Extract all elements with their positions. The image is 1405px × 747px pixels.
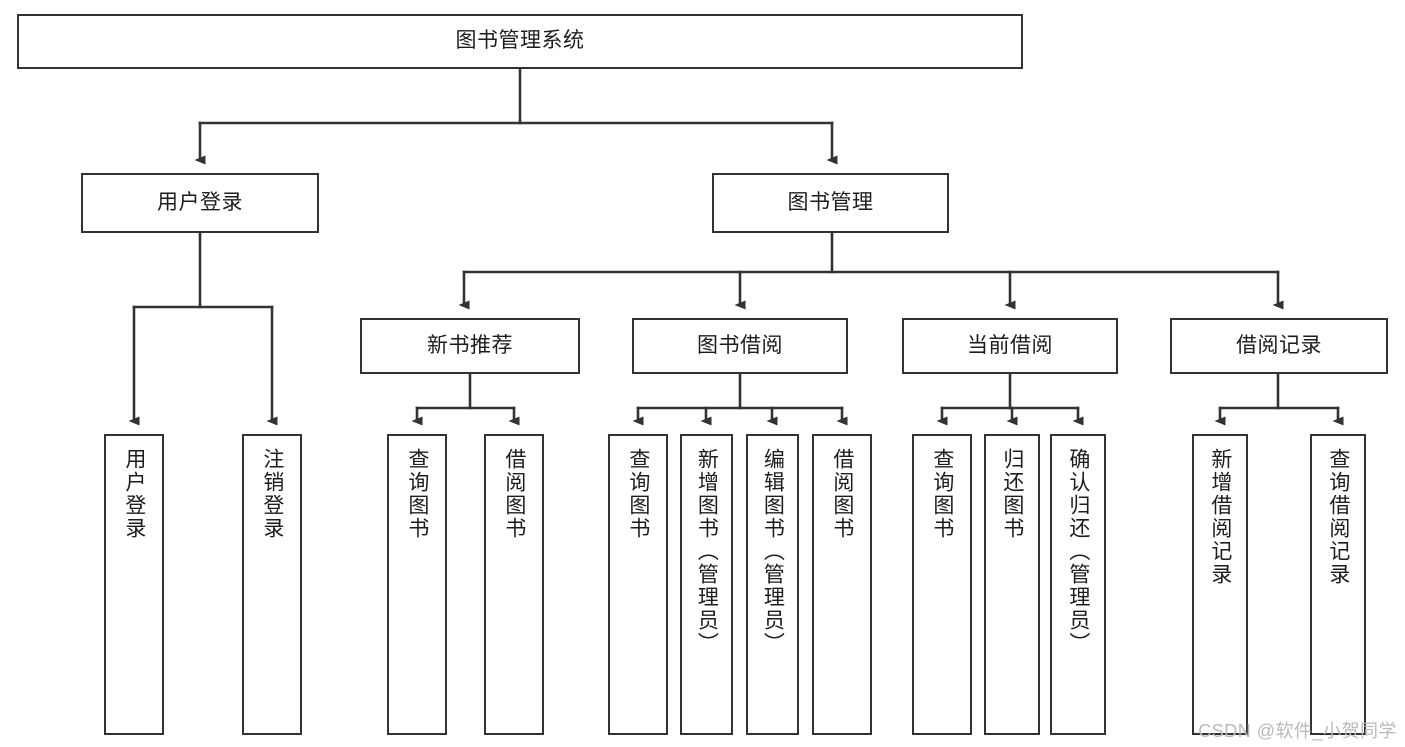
node-root-label: 图书管理系统 — [455, 29, 585, 53]
node-book-manage-label: 图书管理 — [787, 190, 874, 214]
node-book-borrow-label: 图书借阅 — [697, 333, 783, 357]
node-leaf-query-book-1-label: 查询图书 — [405, 448, 429, 540]
node-leaf-borrow-book-1[interactable]: 借阅图书 — [484, 434, 544, 735]
node-book-borrow[interactable]: 图书借阅 — [632, 318, 848, 374]
node-leaf-query-book-3[interactable]: 查询图书 — [912, 434, 972, 735]
node-current-borrow[interactable]: 当前借阅 — [902, 318, 1118, 374]
node-leaf-add-book-label: 新增图书（管理员） — [695, 448, 719, 655]
node-book-manage[interactable]: 图书管理 — [712, 173, 949, 233]
node-leaf-query-record-label: 查询借阅记录 — [1326, 448, 1350, 586]
node-leaf-logout[interactable]: 注销登录 — [242, 434, 302, 735]
node-leaf-add-book[interactable]: 新增图书（管理员） — [680, 434, 733, 735]
node-leaf-confirm-return[interactable]: 确认归还（管理员） — [1050, 434, 1106, 735]
node-current-borrow-label: 当前借阅 — [967, 333, 1053, 357]
node-leaf-query-book-2[interactable]: 查询图书 — [608, 434, 668, 735]
node-leaf-confirm-return-label: 确认归还（管理员） — [1066, 448, 1090, 655]
node-leaf-add-record[interactable]: 新增借阅记录 — [1192, 434, 1248, 735]
node-leaf-query-book-2-label: 查询图书 — [626, 448, 650, 540]
node-leaf-query-book-3-label: 查询图书 — [930, 448, 954, 540]
node-leaf-user-login-label: 用户登录 — [122, 448, 146, 540]
node-leaf-edit-book-label: 编辑图书（管理员） — [761, 448, 785, 655]
node-root[interactable]: 图书管理系统 — [17, 14, 1023, 69]
node-leaf-query-book-1[interactable]: 查询图书 — [387, 434, 447, 735]
node-leaf-logout-label: 注销登录 — [260, 448, 284, 540]
node-leaf-add-record-label: 新增借阅记录 — [1208, 448, 1232, 586]
node-user-login[interactable]: 用户登录 — [81, 173, 319, 233]
node-new-book-rec-label: 新书推荐 — [427, 333, 513, 357]
csdn-watermark: CSDN @软件_小贺同学 — [1198, 721, 1397, 741]
node-leaf-user-login[interactable]: 用户登录 — [104, 434, 164, 735]
node-new-book-rec[interactable]: 新书推荐 — [360, 318, 580, 374]
node-leaf-borrow-book-2[interactable]: 借阅图书 — [812, 434, 872, 735]
node-leaf-query-record[interactable]: 查询借阅记录 — [1310, 434, 1366, 735]
node-leaf-borrow-book-1-label: 借阅图书 — [502, 448, 526, 540]
node-borrow-record-label: 借阅记录 — [1236, 333, 1322, 357]
node-leaf-return-book[interactable]: 归还图书 — [984, 434, 1040, 735]
node-leaf-borrow-book-2-label: 借阅图书 — [830, 448, 854, 540]
node-user-login-label: 用户登录 — [157, 190, 243, 214]
node-borrow-record[interactable]: 借阅记录 — [1170, 318, 1388, 374]
node-leaf-return-book-label: 归还图书 — [1000, 448, 1024, 540]
node-leaf-edit-book[interactable]: 编辑图书（管理员） — [746, 434, 799, 735]
